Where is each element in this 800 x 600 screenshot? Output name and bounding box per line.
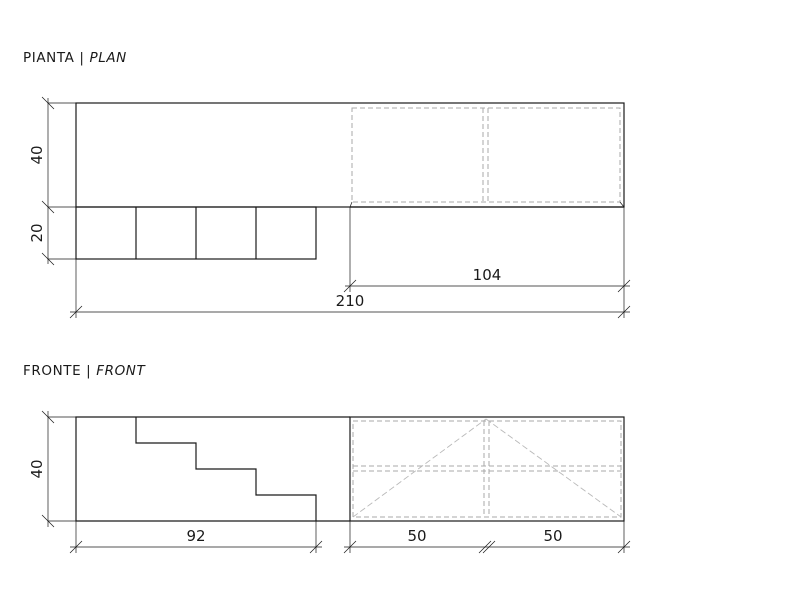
front-height-label: 40 <box>28 459 46 478</box>
plan-right-width-tick-left <box>343 279 357 293</box>
front-door-swing-right-a <box>485 418 622 518</box>
plan-cabinet-corner-right <box>619 201 625 208</box>
front-door-tick-left <box>343 540 357 554</box>
front-door-left-label: 50 <box>407 527 426 545</box>
front-door-tick-mid-a <box>478 540 492 554</box>
front-door-swing-left-a <box>352 418 487 518</box>
front-heading-separator: | <box>86 363 92 379</box>
front-vertical-tick-bottom <box>41 514 55 528</box>
plan-right-width-tick-right <box>617 279 631 293</box>
plan-cabinet-corner-left <box>349 201 353 208</box>
plan-depth-top-label: 40 <box>28 145 46 164</box>
plan-total-width-label: 210 <box>336 292 365 310</box>
plan-vertical-tick-bottom <box>41 252 55 266</box>
front-left-width-tick-right <box>309 540 323 554</box>
plan-heading-alt: PLAN <box>89 50 127 66</box>
front-view <box>75 416 625 522</box>
plan-heading-label: PIANTA <box>23 50 75 66</box>
front-cabinet <box>349 416 625 522</box>
front-heading: FRONTE | FRONT <box>23 363 145 379</box>
front-stepped-body <box>75 416 317 522</box>
plan-vertical-dimension: 40 20 <box>28 96 76 266</box>
plan-total-width-dimension: 210 <box>69 259 631 319</box>
plan-heading: PIANTA | PLAN <box>23 50 127 66</box>
front-heading-alt: FRONT <box>96 363 146 379</box>
front-vertical-dimension: 40 <box>28 410 76 528</box>
front-horizontal-dimensions: 92 50 50 <box>69 521 631 554</box>
front-door-tick-right <box>617 540 631 554</box>
front-cabinet-hidden-outline <box>352 420 622 518</box>
front-vertical-tick-top <box>41 410 55 424</box>
plan-total-width-tick-left <box>69 305 83 319</box>
plan-heading-separator: | <box>79 50 85 66</box>
plan-right-width-label: 104 <box>473 266 502 284</box>
front-left-width-tick-left <box>69 540 83 554</box>
plan-top-body <box>75 102 625 208</box>
plan-right-width-dimension: 104 <box>343 207 631 318</box>
front-left-width-label: 92 <box>186 527 205 545</box>
front-door-tick-mid-b <box>482 540 496 554</box>
plan-total-width-tick-right <box>617 305 631 319</box>
front-door-right-label: 50 <box>543 527 562 545</box>
plan-vertical-tick-top <box>41 96 55 110</box>
front-heading-label: FRONTE <box>23 363 82 379</box>
plan-cabinet-hidden-outline <box>351 107 621 203</box>
plan-vertical-tick-mid <box>41 200 55 214</box>
plan-depth-step-label: 20 <box>28 223 46 242</box>
